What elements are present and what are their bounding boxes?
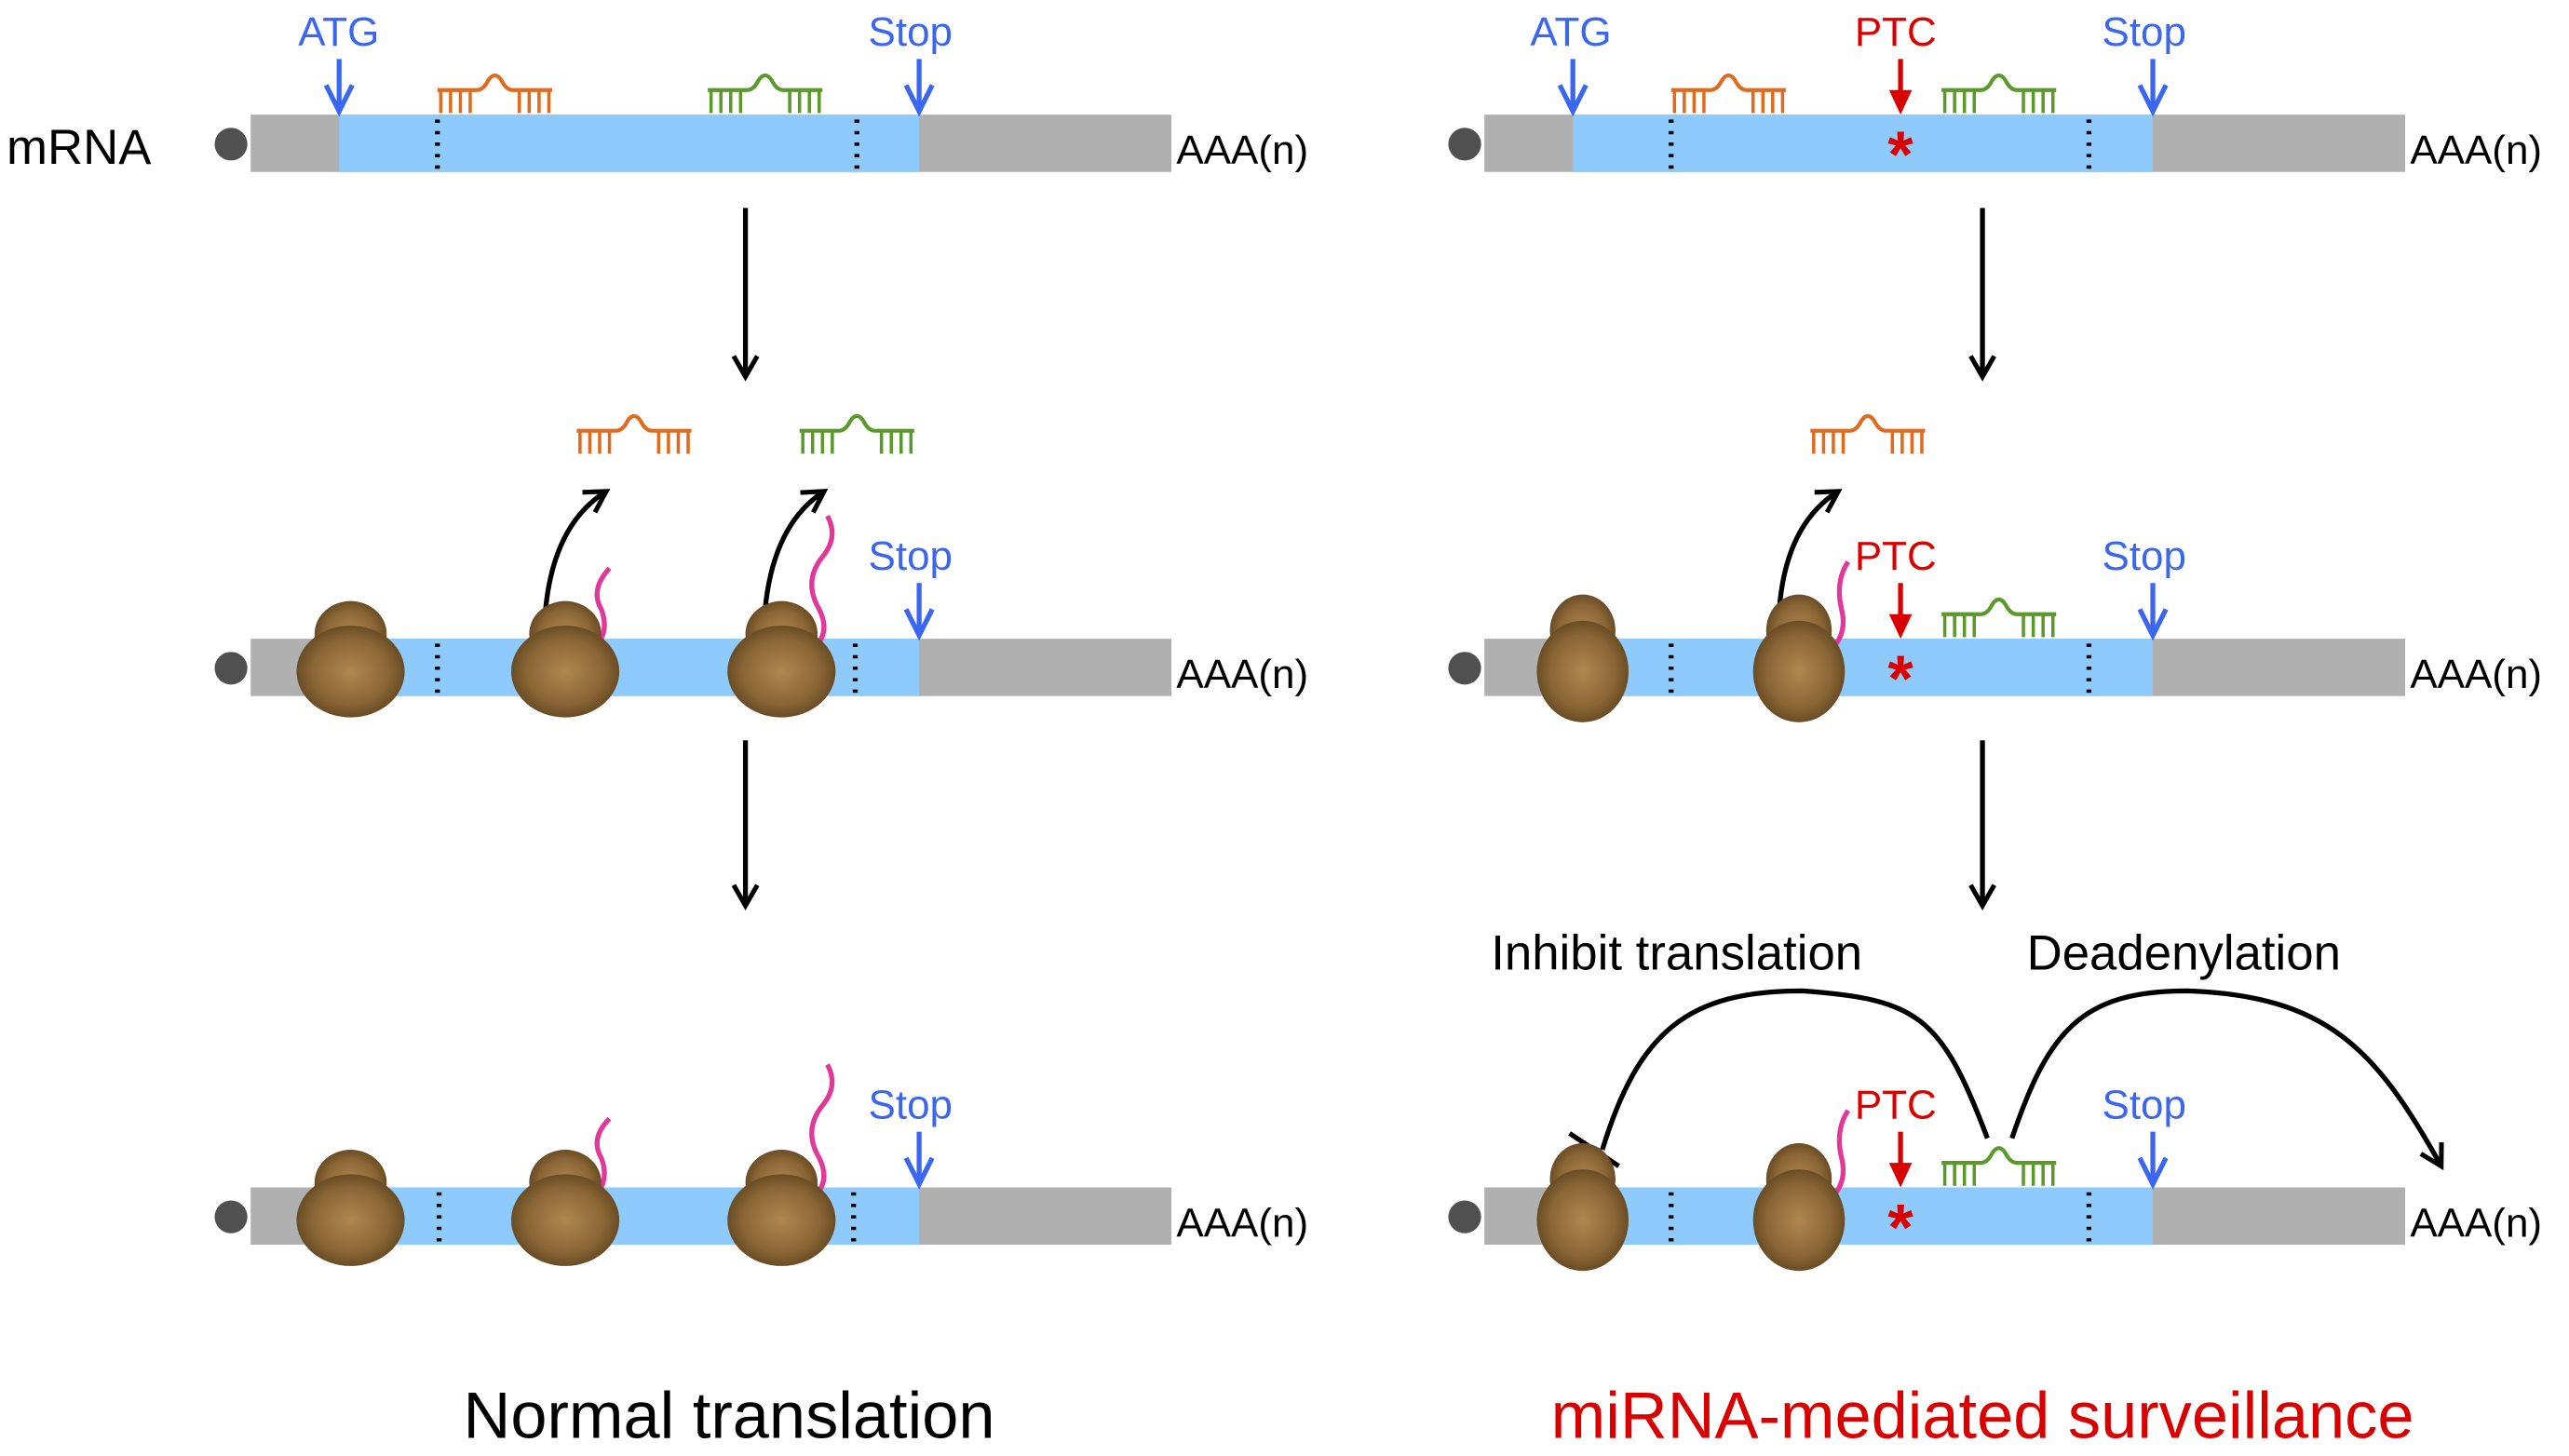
ptc-label: PTC bbox=[1855, 9, 1937, 55]
stop-arrow-icon bbox=[903, 1131, 935, 1190]
released-mirna-orange-icon bbox=[576, 416, 691, 453]
release-arrow-icon bbox=[1777, 489, 1843, 610]
cap-icon bbox=[1448, 1200, 1481, 1234]
atg-arrow-icon bbox=[323, 59, 355, 117]
inhibit-translation-label: Inhibit translation bbox=[1491, 925, 1862, 980]
stop-label: Stop bbox=[2103, 1083, 2186, 1128]
bound-mirna-green-icon bbox=[1941, 600, 2056, 637]
mrna-label: mRNA bbox=[7, 120, 152, 175]
ribosome-icon bbox=[1536, 594, 1629, 722]
released-mirna-orange-icon bbox=[1810, 416, 1925, 453]
ribosome-icon bbox=[296, 600, 405, 718]
mirna-orange-icon bbox=[438, 75, 552, 113]
ptc-arrowhead-icon bbox=[1888, 1163, 1913, 1188]
atg-label: ATG bbox=[1530, 9, 1611, 55]
nascent-peptide-icon bbox=[807, 1063, 835, 1203]
cap-icon bbox=[214, 128, 248, 161]
ribosome-icon bbox=[727, 1150, 836, 1266]
atg-label: ATG bbox=[298, 9, 379, 55]
panel-title-normal: Normal translation bbox=[464, 1379, 995, 1452]
inhibition-arc-icon bbox=[1600, 988, 1990, 1151]
ptc-mark: * bbox=[1887, 641, 1913, 715]
stop-arrow-icon bbox=[903, 583, 935, 641]
ptc-mark: * bbox=[1887, 1190, 1913, 1263]
stop-label: Stop bbox=[869, 9, 953, 55]
stop-label: Stop bbox=[869, 533, 953, 579]
nascent-peptide-icon bbox=[1826, 559, 1851, 654]
mrna-transcript-row1: ATG Stop AAA(n) bbox=[214, 9, 1308, 173]
polya-label: AAA(n) bbox=[1176, 1200, 1308, 1246]
cap-icon bbox=[1448, 652, 1481, 685]
polya-label: AAA(n) bbox=[2410, 1200, 2542, 1246]
ribosome-icon bbox=[510, 1150, 620, 1266]
cds-region bbox=[1573, 639, 2154, 696]
ptc-arrowhead-icon bbox=[1888, 89, 1913, 115]
release-arrow-icon bbox=[763, 489, 829, 610]
ptc-label: PTC bbox=[1855, 1083, 1937, 1128]
cap-icon bbox=[1448, 128, 1481, 161]
released-mirna-green-icon bbox=[800, 416, 914, 453]
deadenylation-arrow-icon bbox=[2009, 988, 2444, 1171]
polya-label: AAA(n) bbox=[2410, 128, 2542, 173]
cds-region bbox=[1573, 1187, 2154, 1246]
stop-arrow-icon bbox=[2137, 583, 2169, 641]
mirna-orange-icon bbox=[1671, 75, 1786, 113]
ptc-arrowhead-icon bbox=[1888, 613, 1913, 640]
mirna-green-icon bbox=[1941, 75, 2056, 113]
ptc-mrna-row3: Inhibit translation Deadenylation PTC * … bbox=[1448, 925, 2542, 1272]
ptc-mark: * bbox=[1887, 117, 1913, 191]
cds-region bbox=[339, 115, 920, 172]
cap-icon bbox=[214, 1200, 248, 1234]
nascent-peptide-icon bbox=[807, 514, 835, 654]
polya-label: AAA(n) bbox=[1176, 128, 1308, 173]
ptc-mrna-row2: PTC * Stop AAA(n) bbox=[1448, 416, 2542, 722]
mrna-transcript-row3: Stop AAA(n) bbox=[214, 1063, 1308, 1266]
ptc-label: PTC bbox=[1855, 533, 1937, 579]
stop-arrow-icon bbox=[2137, 59, 2169, 117]
bound-mirna-green-icon bbox=[1941, 1148, 2056, 1185]
ribosome-icon bbox=[296, 1150, 405, 1266]
polya-label: AAA(n) bbox=[1176, 652, 1308, 697]
normal-translation-panel: mRNA ATG Stop AAA(n) bbox=[7, 9, 1308, 1451]
ribosome-icon bbox=[510, 600, 620, 718]
mirna-green-icon bbox=[708, 75, 822, 113]
stop-label: Stop bbox=[869, 1083, 953, 1128]
deadenylation-label: Deadenylation bbox=[2027, 925, 2341, 980]
stop-label: Stop bbox=[2103, 9, 2186, 55]
ptc-mrna-row1: ATG PTC * Stop AAA(n) bbox=[1448, 9, 2542, 191]
stop-arrow-icon bbox=[903, 59, 935, 117]
mirna-surveillance-panel: ATG PTC * Stop AAA(n) PTC * St bbox=[1448, 9, 2542, 1452]
stop-arrow-icon bbox=[2137, 1131, 2169, 1190]
ribosome-icon bbox=[1752, 1142, 1846, 1272]
stop-label: Stop bbox=[2103, 533, 2186, 579]
atg-arrow-icon bbox=[1557, 59, 1589, 117]
ribosome-icon bbox=[1752, 594, 1846, 722]
panel-title-surveillance: miRNA-mediated surveillance bbox=[1551, 1379, 2414, 1452]
polya-label: AAA(n) bbox=[2410, 652, 2542, 697]
release-arrow-icon bbox=[543, 489, 611, 610]
nascent-peptide-icon bbox=[1826, 1109, 1851, 1203]
cap-icon bbox=[214, 652, 248, 685]
ribosome-icon bbox=[1536, 1142, 1629, 1272]
cds-region bbox=[1573, 115, 2154, 172]
mrna-transcript-row2: Stop AAA(n) bbox=[214, 416, 1308, 718]
ribosome-icon bbox=[727, 600, 836, 718]
